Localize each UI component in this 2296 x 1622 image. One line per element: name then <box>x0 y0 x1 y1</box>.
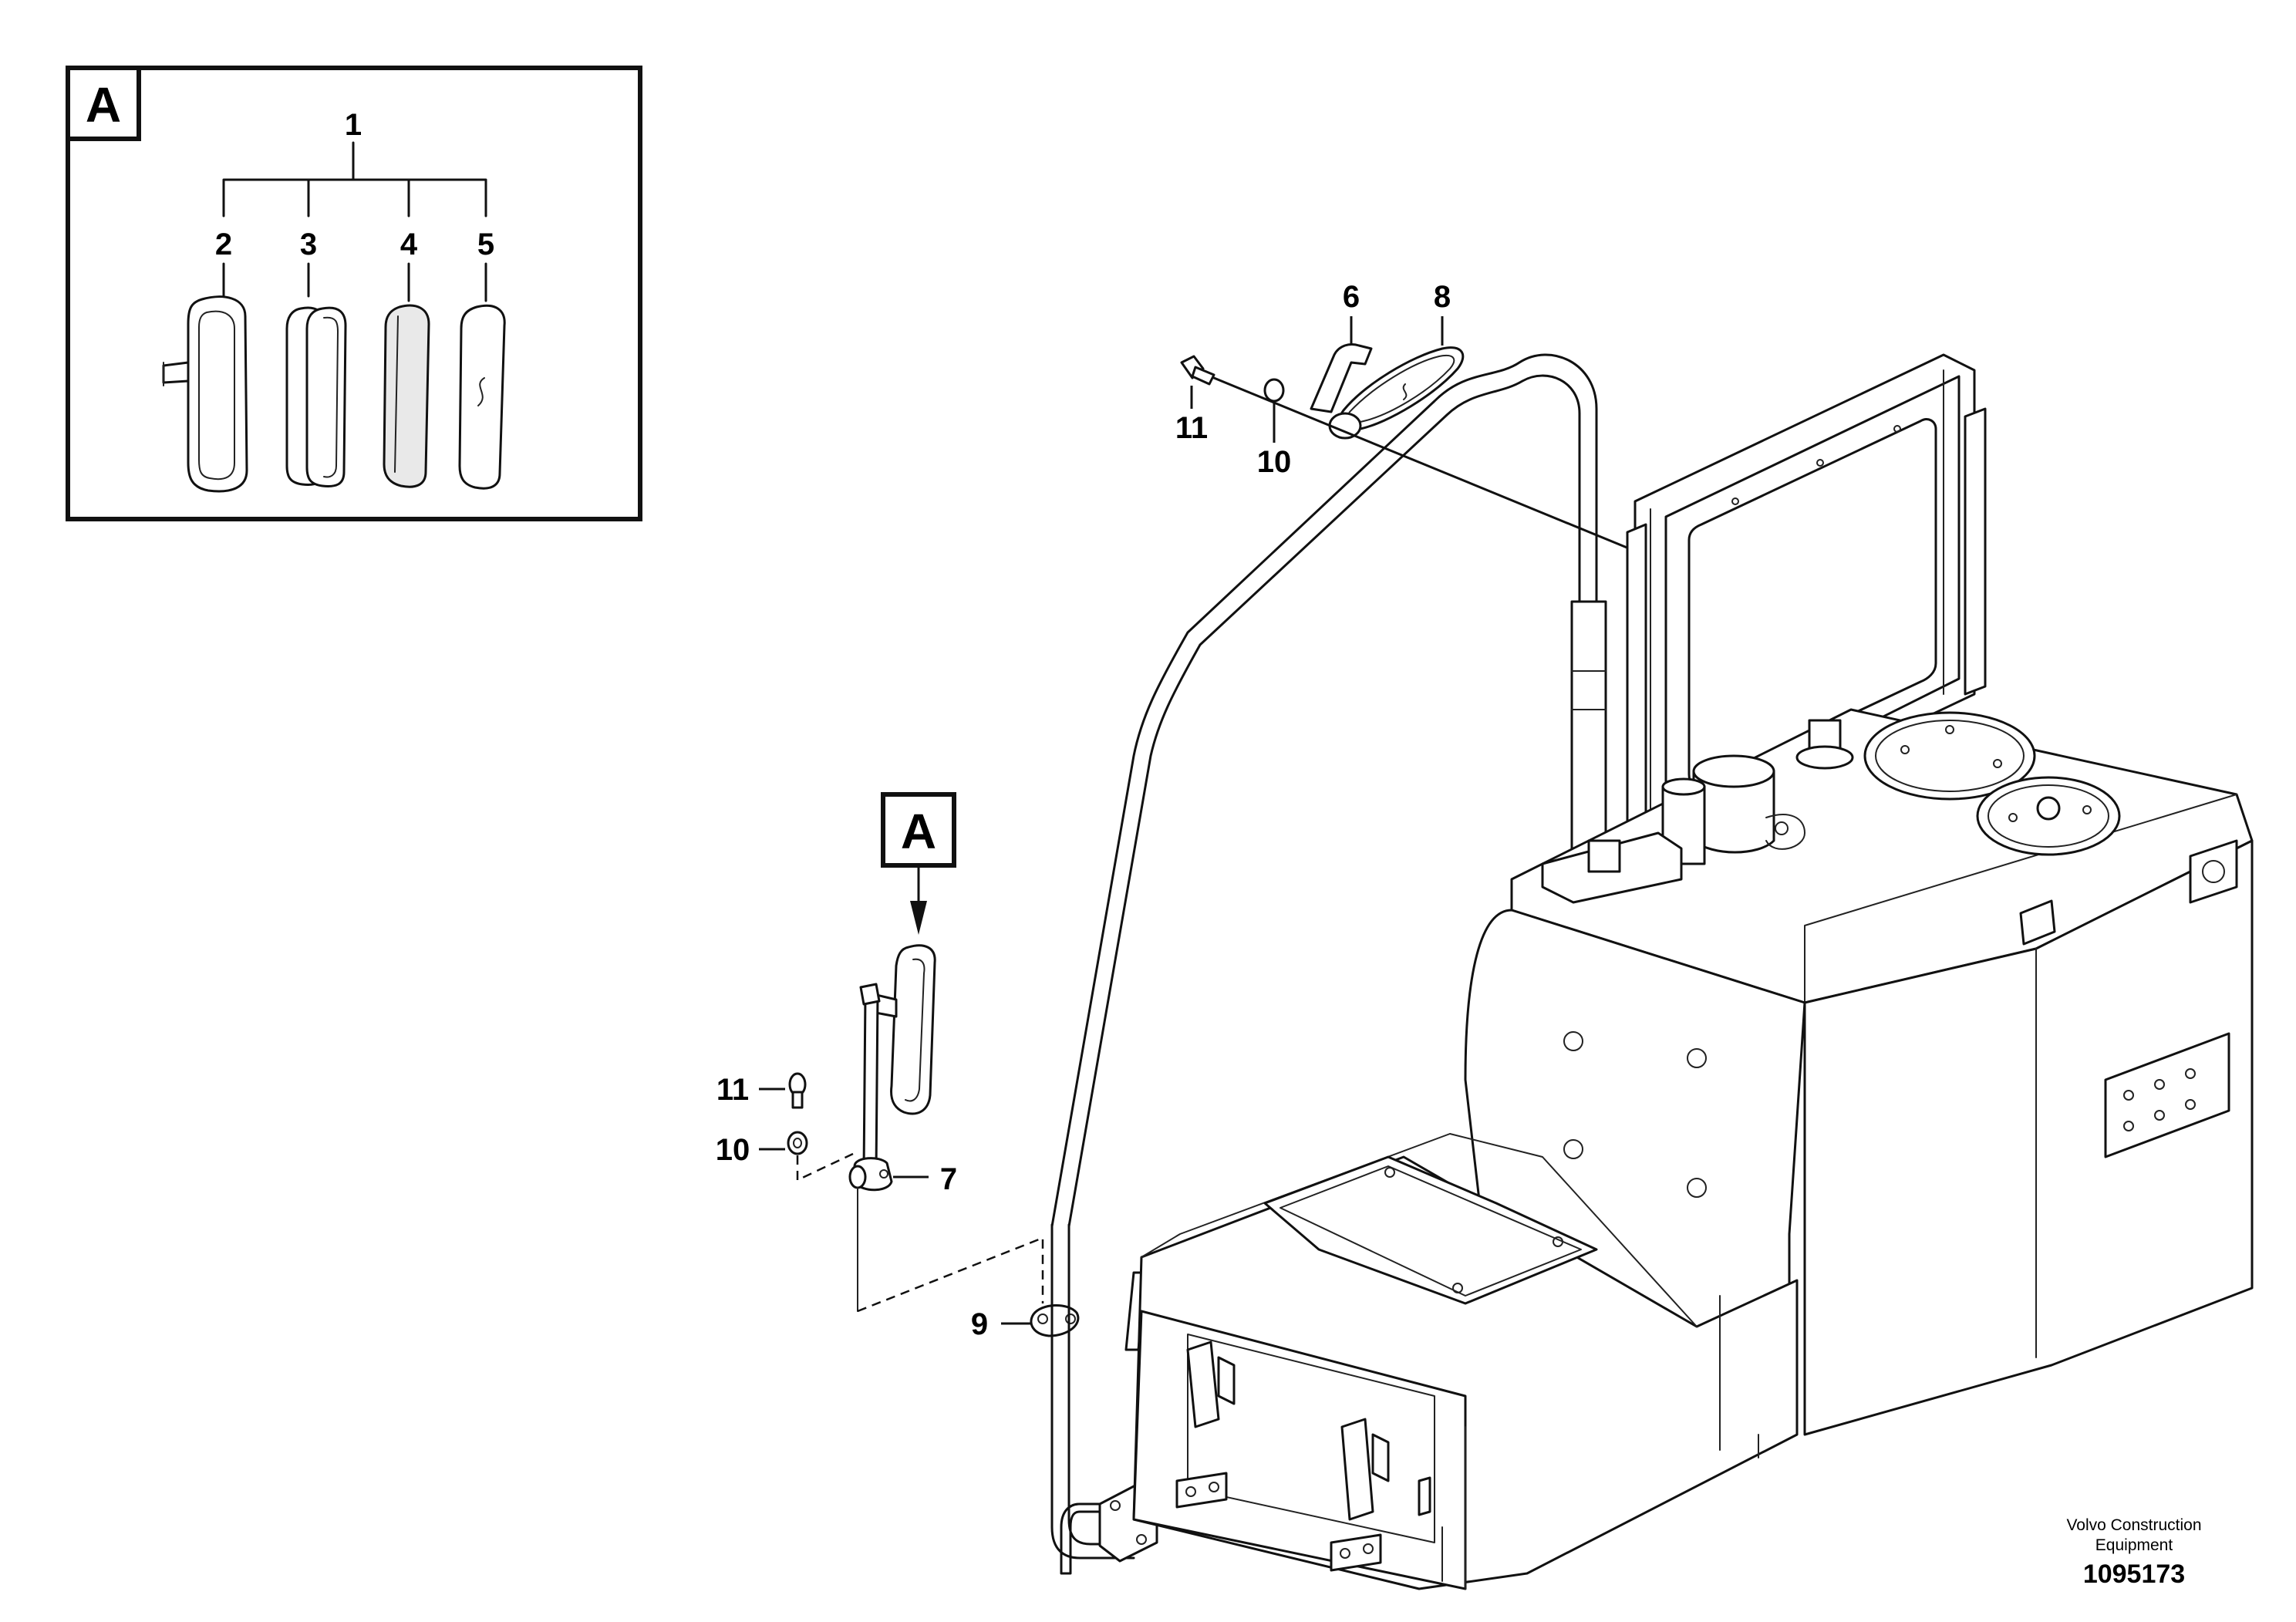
cover-screw-3 <box>1452 1283 1463 1293</box>
mirror-housing-part <box>162 295 248 493</box>
post-base-block <box>1587 839 1621 873</box>
bolt-part-left <box>788 1072 807 1109</box>
handrail-post-bands <box>1571 670 1607 710</box>
mirror-arm-cap <box>859 983 881 1006</box>
washer-part-left <box>787 1131 808 1155</box>
brand-line-2: Equipment <box>2095 1536 2173 1554</box>
mirror-glass-part <box>383 304 430 488</box>
callout-7: 7 <box>940 1162 957 1196</box>
mirror-bracket-part <box>1310 343 1373 413</box>
handrail-lower-inner <box>1067 1223 1135 1546</box>
front-box-door <box>1187 1334 1435 1543</box>
side-sticker <box>2019 899 2056 946</box>
callout-10-left: 10 <box>716 1133 750 1167</box>
callout-10-top: 10 <box>1257 445 1292 479</box>
panel-bolt-4 <box>1687 1178 1707 1198</box>
side-socket <box>2189 839 2238 904</box>
side-mirror-part <box>868 944 936 1115</box>
cover-screw-2 <box>1553 1236 1563 1247</box>
round-cover-small <box>1976 776 2121 856</box>
machine-body <box>1050 353 2254 1590</box>
washer-part <box>1263 378 1285 403</box>
side-box-feet <box>1719 1295 1759 1458</box>
panel-bolt-1 <box>1563 1031 1583 1051</box>
handrail-lower-outer <box>1050 1223 1135 1560</box>
callout-2: 2 <box>215 228 232 261</box>
seat-cover-inner <box>1279 1165 1582 1297</box>
callout-6-8-leaders <box>1350 316 1444 346</box>
detail-leader-lines <box>222 262 487 302</box>
mirror-arm-part <box>862 993 879 1174</box>
latch-left <box>1175 1340 1236 1509</box>
washer-hole-left <box>793 1138 802 1148</box>
handrail-post-sleeve <box>1570 600 1607 873</box>
footer: Volvo Construction Equipment 1095173 <box>2066 1516 2201 1589</box>
left-mirror-assembly: A 7 11 10 <box>716 792 1080 1341</box>
callout-11-left: 11 <box>716 1073 749 1107</box>
callout-5: 5 <box>477 228 494 261</box>
seat-cover-panel <box>1263 1155 1598 1305</box>
bolt-part <box>1180 355 1215 386</box>
dashed-assembly-line-a <box>796 1152 854 1182</box>
mirror-frame-part <box>285 306 347 487</box>
front-seat-box-top-edge <box>1141 1133 1698 1327</box>
callout-1: 1 <box>345 108 362 142</box>
round-cover-large <box>1863 711 2036 801</box>
clamp-part-bottom <box>1030 1303 1080 1337</box>
detail-a-reference-label: A <box>901 804 936 859</box>
window-post-left <box>1626 523 1647 850</box>
callout-8: 8 <box>1434 280 1451 314</box>
detail-a-reference-box <box>881 792 956 868</box>
callout-9-bottom: 9 <box>971 1307 988 1341</box>
detail-a-label-box <box>66 66 141 141</box>
detail-a-inset: A 1 2 3 4 5 <box>66 66 642 521</box>
handrail-outer <box>1050 353 1598 1228</box>
front-box-edges <box>1441 1426 1466 1590</box>
callout-6: 6 <box>1343 280 1360 314</box>
callout-3: 3 <box>300 228 317 261</box>
cover-screw-1 <box>1384 1167 1395 1178</box>
detail-a-label: A <box>86 77 121 133</box>
side-connector-panel <box>2104 1032 2230 1158</box>
detail-a-reference-arrowhead <box>910 901 927 935</box>
dashed-assembly-line-c <box>857 1236 1044 1313</box>
panel-bolt-3 <box>1687 1048 1707 1068</box>
mirror-glass-alt-part <box>458 304 506 490</box>
callout-11-top: 11 <box>1175 411 1208 445</box>
callout-1-bracket <box>222 141 487 218</box>
callout-4: 4 <box>400 228 418 261</box>
brand-line-1: Volvo Construction <box>2066 1516 2201 1534</box>
front-box-indicator <box>1418 1476 1431 1516</box>
window-post-right <box>1964 407 1987 696</box>
panel-bolt-2 <box>1563 1139 1583 1159</box>
latch-right <box>1330 1418 1390 1572</box>
mirror-mount-bracket-part <box>848 1157 893 1192</box>
handrail-inner <box>1067 374 1581 1228</box>
document-number: 1095173 <box>2083 1560 2185 1589</box>
mirror-clamp-ring <box>1328 412 1362 440</box>
detail-a-frame <box>66 66 642 521</box>
